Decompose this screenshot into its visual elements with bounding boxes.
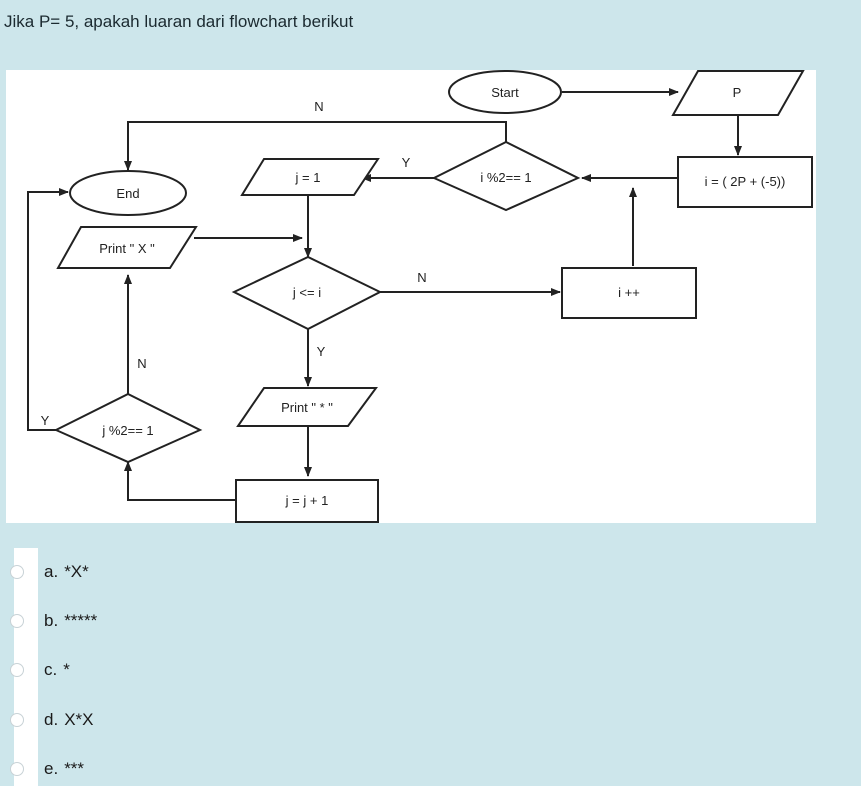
option-e-text: *** bbox=[64, 759, 85, 778]
branch-label-y-top: Y bbox=[402, 155, 411, 170]
inc-i-node bbox=[561, 267, 697, 319]
option-b-radio[interactable] bbox=[10, 614, 24, 628]
input-p-label: P bbox=[733, 85, 742, 100]
flowchart-figure: Start P i = ( 2P + (-5)) i %2== 1 j = 1 … bbox=[6, 70, 816, 523]
option-e[interactable]: e. *** bbox=[10, 754, 84, 784]
edge-incj-to-condj bbox=[124, 461, 236, 501]
start-label: Start bbox=[491, 85, 519, 100]
option-d-text: X*X bbox=[64, 710, 94, 729]
cond-i-node bbox=[431, 140, 581, 212]
branch-label-y-left: Y bbox=[41, 413, 50, 428]
option-d[interactable]: d. X*X bbox=[10, 705, 93, 735]
cond-j-le-i-label: j <= i bbox=[292, 285, 321, 300]
assign-j-node bbox=[240, 158, 380, 196]
print-star-node bbox=[236, 387, 378, 427]
branch-label-n-left: N bbox=[137, 356, 146, 371]
edge-condi-no bbox=[124, 121, 507, 171]
branch-label-n-top: N bbox=[314, 99, 323, 114]
option-d-letter: d. bbox=[44, 710, 59, 729]
cond-i-label: i %2== 1 bbox=[480, 170, 531, 185]
print-x-label: Print " X " bbox=[99, 241, 155, 256]
edge-condj-yes bbox=[27, 188, 69, 431]
option-e-radio[interactable] bbox=[10, 762, 24, 776]
option-a[interactable]: a. *X* bbox=[10, 557, 89, 587]
inc-j-node bbox=[235, 479, 379, 523]
assign-i-node bbox=[677, 156, 813, 208]
assign-j-label: j = 1 bbox=[295, 170, 321, 185]
inc-j-label: j = j + 1 bbox=[285, 493, 329, 508]
option-c-text: * bbox=[63, 660, 70, 679]
option-a-letter: a. bbox=[44, 562, 59, 581]
cond-j-label: j %2== 1 bbox=[101, 423, 153, 438]
branch-label-y-mid: Y bbox=[317, 344, 326, 359]
option-a-text: *X* bbox=[64, 562, 89, 581]
end-node bbox=[69, 170, 187, 216]
cond-j-le-i-node bbox=[231, 255, 383, 331]
end-label: End bbox=[116, 186, 139, 201]
print-star-label: Print " * " bbox=[281, 400, 333, 415]
option-c[interactable]: c. * bbox=[10, 655, 70, 685]
start-node bbox=[448, 70, 562, 114]
branch-label-n-mid: N bbox=[417, 270, 426, 285]
option-c-radio[interactable] bbox=[10, 663, 24, 677]
cond-j-node bbox=[53, 392, 203, 464]
option-d-radio[interactable] bbox=[10, 713, 24, 727]
option-b-text: ***** bbox=[64, 611, 98, 630]
inc-i-label: i ++ bbox=[618, 285, 640, 300]
flowchart-svg: Start P i = ( 2P + (-5)) i %2== 1 j = 1 … bbox=[27, 70, 813, 523]
assign-i-label: i = ( 2P + (-5)) bbox=[705, 174, 786, 189]
question-text: Jika P= 5, apakah luaran dari flowchart … bbox=[4, 12, 354, 31]
input-p-node bbox=[671, 70, 805, 116]
option-c-letter: c. bbox=[44, 660, 58, 679]
option-b-letter: b. bbox=[44, 611, 59, 630]
option-b[interactable]: b. ***** bbox=[10, 606, 97, 636]
print-x-node bbox=[56, 226, 198, 269]
option-a-radio[interactable] bbox=[10, 565, 24, 579]
option-e-letter: e. bbox=[44, 759, 59, 778]
